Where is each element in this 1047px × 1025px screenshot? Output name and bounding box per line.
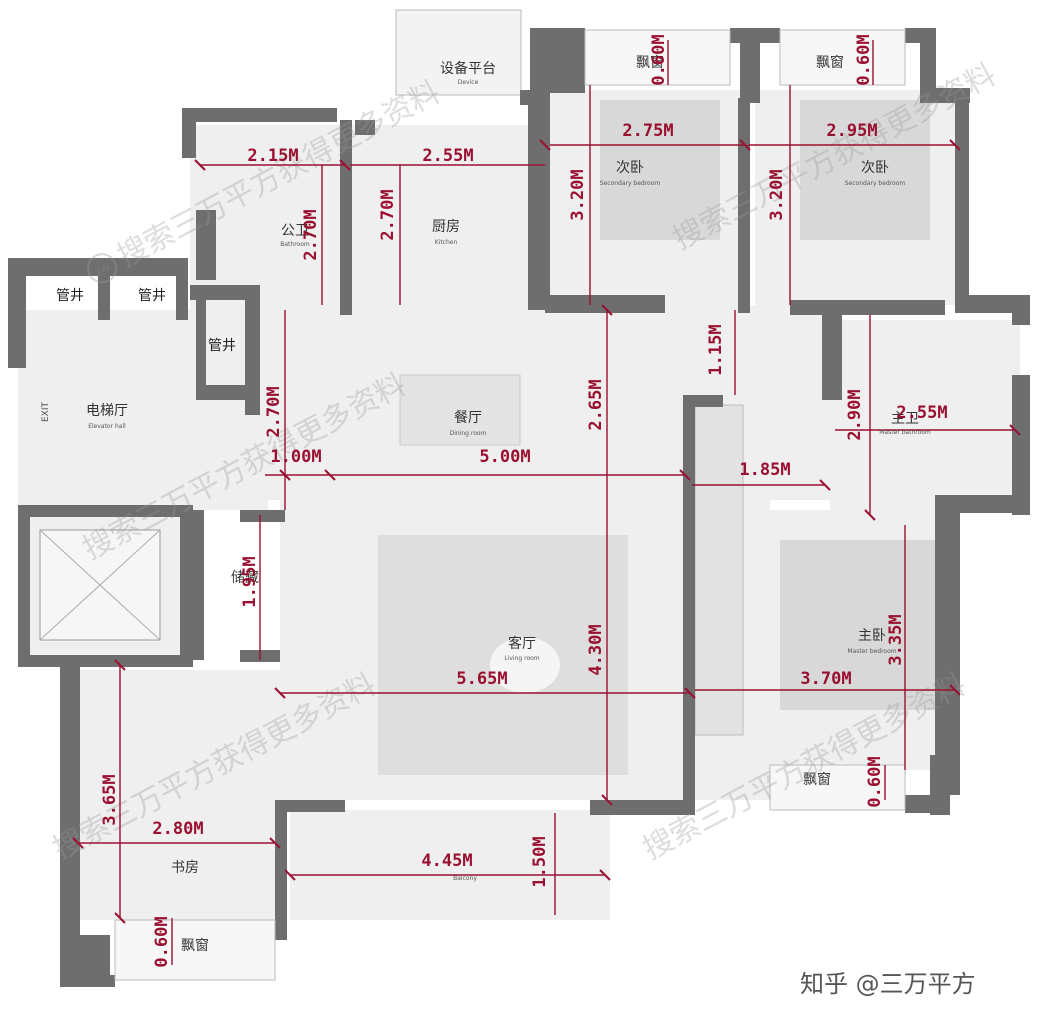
- dim-bath-width: 2.15M: [247, 146, 298, 166]
- kitchen-label-en: Kitchen: [435, 239, 458, 246]
- dim-bath-depth: 2.70M: [301, 209, 321, 260]
- dim-dining-depth: 2.70M: [264, 386, 284, 437]
- dim-bed2a-width: 2.75M: [622, 121, 673, 141]
- bay-window-master: [769, 764, 906, 811]
- balcony-label-en: Balcony: [453, 875, 477, 882]
- dining-room-label-en: Dining room: [450, 430, 487, 437]
- bay-window-study: [114, 919, 276, 981]
- dim-balcony-width: 4.45M: [421, 851, 472, 871]
- study-label: 书房: [171, 860, 199, 876]
- dim-study-depth: 3.65M: [100, 774, 120, 825]
- pipe-well-label-2: 管井: [138, 288, 166, 304]
- dim-storage-depth: 1.95M: [240, 556, 260, 607]
- dim-kitchen-depth: 2.70M: [378, 189, 398, 240]
- dim-balcony-depth: 1.50M: [530, 836, 550, 887]
- bay-window-label-4: 飘窗: [181, 937, 209, 954]
- bay-window-right: [779, 29, 906, 86]
- bay-window-label-1: 飘窗: [636, 54, 664, 71]
- dim-hall-width: 1.00M: [270, 447, 321, 467]
- dining-table: [399, 374, 521, 446]
- secondary-bedroom-label-2-en: Secondary bedroom: [845, 180, 906, 187]
- bed-master: [780, 540, 940, 710]
- kitchen-label: 厨房: [432, 219, 460, 235]
- master-bathroom-label: 主卫: [891, 411, 919, 427]
- dim-master-width: 3.70M: [800, 669, 851, 689]
- bay-window-left: [584, 29, 731, 86]
- coffee-table: [490, 637, 560, 693]
- credit: 知乎 @三万平方: [800, 970, 976, 998]
- master-bathroom-label-en: Master bathroom: [879, 429, 931, 436]
- living-room-label: 客厅: [508, 635, 536, 652]
- elevator-hall-label: 电梯厅: [86, 403, 128, 419]
- dim-bay-depth-3: 0.60M: [865, 756, 885, 807]
- pipe-well-label-1: 管井: [56, 288, 84, 304]
- storage-label: 储藏: [231, 570, 259, 586]
- secondary-bedroom-label-1-en: Secondary bedroom: [600, 180, 661, 187]
- device-platform-area: [395, 9, 522, 96]
- public-bathroom-label: 公卫: [281, 223, 309, 239]
- dining-room-label: 餐厅: [454, 410, 482, 426]
- bed-secondary-1: [600, 100, 720, 240]
- dim-master-depth: 3.35M: [886, 614, 906, 665]
- watermark-badge-icon: [87, 253, 118, 284]
- dim-study-width: 2.80M: [152, 819, 203, 839]
- device-platform-label: 设备平台: [440, 60, 496, 77]
- dim-dining-to-living: 2.65M: [586, 379, 606, 430]
- master-bedroom-label-en: Master bedroom: [847, 648, 896, 655]
- pipe-well-label-3: 管井: [208, 338, 236, 354]
- dim-dining-width: 5.00M: [479, 447, 530, 467]
- dim-master-bath-depth: 2.90M: [845, 389, 865, 440]
- device-platform-label-en: Device: [458, 79, 479, 86]
- dim-bed2b-depth: 3.20M: [767, 169, 787, 220]
- dim-bed2b-width: 2.95M: [826, 121, 877, 141]
- dim-mid-width: 1.85M: [739, 460, 790, 480]
- master-bedroom-label: 主卧: [858, 628, 886, 644]
- bay-window-label-2: 飘窗: [816, 54, 844, 71]
- bay-window-label-3: 飘窗: [803, 771, 831, 788]
- dim-corridor: 1.15M: [706, 324, 726, 375]
- dim-living-depth: 4.30M: [586, 624, 606, 675]
- elevator-hall-label-en: Elevator hall: [88, 423, 126, 430]
- bed-secondary-2: [800, 100, 930, 240]
- dimension-lines: [78, 40, 1015, 965]
- walls: [8, 28, 1030, 987]
- dim-bay-depth-4: 0.60M: [152, 916, 172, 967]
- secondary-bedroom-label-1: 次卧: [616, 160, 644, 176]
- dim-kitchen-width: 2.55M: [422, 146, 473, 166]
- wardrobe: [694, 404, 744, 736]
- dimension-ticks: [72, 139, 1021, 924]
- dim-bay-depth-2: 0.60M: [854, 34, 874, 85]
- secondary-bedroom-label-2: 次卧: [861, 160, 889, 176]
- dim-bed2a-depth: 3.20M: [568, 169, 588, 220]
- dim-master-bath-width: 2.55M: [896, 403, 947, 423]
- dim-bay-depth-1: 0.60M: [649, 34, 669, 85]
- dim-living-width: 5.65M: [456, 669, 507, 689]
- exit-sign: EXIT: [41, 402, 51, 423]
- living-room-label-en: Living room: [504, 655, 539, 662]
- dimension-labels: 2.15M 2.55M 2.75M 2.95M 2.70M 2.70M 3.20…: [100, 34, 948, 967]
- room-labels: 设备平台 Device 飘窗 飘窗 次卧 Secondary bedroom 次…: [41, 54, 931, 954]
- public-bathroom-label-en: Bathroom: [280, 241, 310, 248]
